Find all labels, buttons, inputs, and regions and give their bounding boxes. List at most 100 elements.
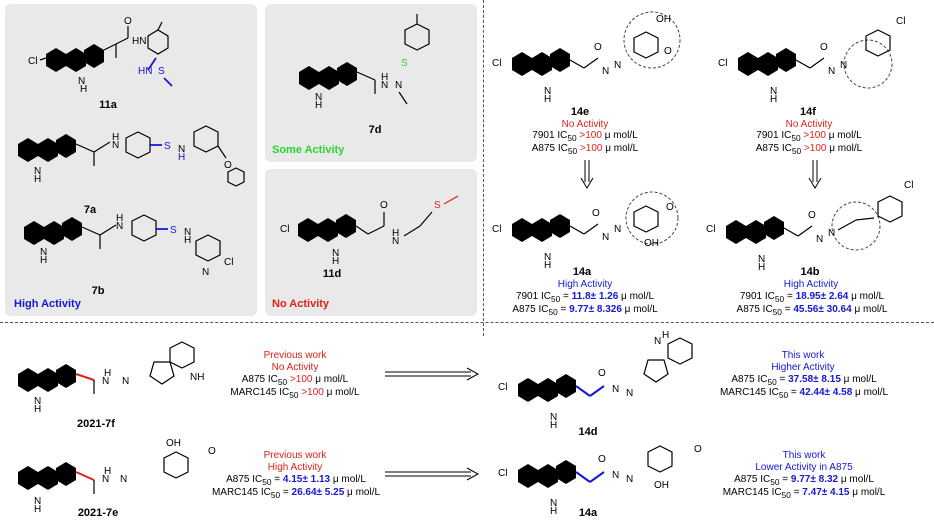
- 14b-ic50-a875: A875 IC50 = 45.56± 30.64 μ mol/L: [736, 304, 888, 317]
- 14d-work: This work: [781, 350, 825, 361]
- 14f-ic50-a875: A875 IC50 >100 μ mol/L: [755, 143, 863, 156]
- 14b-ic50-7901: 7901 IC50 = 18.95± 2.64 μ mol/L: [739, 291, 885, 304]
- svg-text:H: H: [758, 262, 765, 273]
- svg-text:Cl: Cl: [224, 257, 233, 268]
- svg-text:HN: HN: [138, 66, 152, 77]
- molecule-14a-top: Cl HN O NN O OH: [492, 191, 679, 271]
- svg-text:H: H: [550, 506, 557, 517]
- molecule-14f: Cl HN O NN Cl: [718, 16, 905, 105]
- svg-text:OH: OH: [644, 238, 659, 249]
- svg-text:O: O: [208, 446, 216, 457]
- svg-text:Cl: Cl: [28, 56, 37, 67]
- svg-text:O: O: [224, 160, 232, 171]
- 14b-status: High Activity: [783, 279, 839, 290]
- label-7d: 7d: [368, 124, 382, 136]
- svg-text:N: N: [626, 474, 633, 485]
- svg-text:N: N: [544, 86, 551, 97]
- arrow-14f-to-14b: [808, 160, 822, 189]
- svg-text:H: H: [544, 94, 551, 105]
- svg-text:H: H: [178, 152, 185, 163]
- svg-text:N: N: [828, 228, 835, 239]
- svg-text:H: H: [332, 256, 339, 267]
- label-14a-top: 14a: [572, 266, 592, 278]
- svg-text:N: N: [602, 232, 609, 243]
- horizontal-divider: [0, 322, 934, 323]
- molecule-7a: HN HN S HN O: [18, 125, 245, 187]
- 7f-ic50-a875: A875 IC50 >100 μ mol/L: [241, 374, 349, 387]
- svg-text:OH: OH: [166, 438, 181, 449]
- svg-text:N: N: [550, 412, 557, 423]
- molecule-14e: Cl HN O NN OH O: [492, 11, 681, 105]
- label-14b: 14b: [800, 266, 820, 278]
- molecule-11d: Cl HN O HN S: [280, 195, 459, 267]
- svg-text:N: N: [78, 76, 85, 87]
- svg-text:S: S: [164, 141, 171, 152]
- svg-text:N: N: [315, 92, 322, 103]
- 14a-bottom-work: This work: [782, 450, 826, 461]
- 7e-work: Previous work: [263, 450, 327, 461]
- svg-text:S: S: [158, 66, 165, 77]
- svg-text:Cl: Cl: [498, 382, 507, 393]
- svg-text:H: H: [550, 420, 557, 431]
- svg-text:N: N: [828, 66, 835, 77]
- svg-text:O: O: [808, 210, 816, 221]
- svg-text:S: S: [170, 225, 177, 236]
- svg-text:N: N: [626, 388, 633, 399]
- svg-text:H: H: [34, 404, 41, 415]
- molecule-2021-7e: HN HN N OHO: [18, 438, 216, 515]
- 14d-ic50-marc145: MARC145 IC50 = 42.44± 4.58 μ mol/L: [719, 387, 889, 400]
- molecule-11a: Cl HN OHN HN S: [28, 16, 173, 95]
- label-11a: 11a: [99, 99, 117, 111]
- some-activity-label: Some Activity: [272, 144, 345, 156]
- 7e-status: High Activity: [267, 462, 323, 473]
- svg-text:O: O: [598, 368, 606, 379]
- svg-text:OH: OH: [654, 480, 669, 491]
- svg-text:H: H: [104, 368, 111, 379]
- arrow-14e-to-14a: [580, 160, 594, 189]
- label-11d: 11d: [322, 268, 342, 280]
- svg-text:N: N: [122, 376, 129, 387]
- svg-text:N: N: [184, 227, 191, 238]
- label-14e: 14e: [570, 106, 590, 118]
- svg-text:S: S: [434, 200, 441, 211]
- svg-text:N: N: [40, 247, 47, 258]
- svg-text:O: O: [594, 42, 602, 53]
- high-activity-label: High Activity: [14, 298, 81, 310]
- molecule-14b: Cl HN O NN Cl: [706, 180, 913, 273]
- svg-text:N: N: [102, 376, 109, 387]
- 7e-ic50-marc145: MARC145 IC50 = 26.64± 5.25 μ mol/L: [211, 487, 381, 500]
- 14d-ic50-a875: A875 IC50 = 37.58± 8.15 μ mol/L: [731, 374, 877, 387]
- svg-text:H: H: [184, 235, 191, 246]
- svg-text:Cl: Cl: [718, 58, 727, 69]
- 7f-work: Previous work: [263, 350, 327, 361]
- 14a-bottom-ic50-marc145: MARC145 IC50 = 7.47± 4.15 μ mol/L: [722, 487, 886, 500]
- svg-text:Cl: Cl: [904, 180, 913, 191]
- 14a-status: High Activity: [557, 279, 613, 290]
- svg-text:N: N: [34, 166, 41, 177]
- svg-text:N: N: [614, 60, 621, 71]
- 14d-status: Higher Activity: [771, 362, 835, 373]
- 14a-ic50-7901: 7901 IC50 = 11.8± 1.26 μ mol/L: [515, 291, 655, 304]
- label-2021-7e: 2021-7e: [77, 507, 119, 519]
- svg-text:H: H: [34, 174, 41, 185]
- svg-text:N: N: [758, 254, 765, 265]
- svg-text:N: N: [612, 384, 619, 395]
- svg-text:H: H: [662, 330, 669, 341]
- svg-text:N: N: [392, 236, 399, 247]
- arrow-7f-to-14d: [385, 367, 480, 381]
- no-activity-panel: [265, 169, 477, 316]
- label-14d: 14d: [578, 426, 598, 438]
- svg-text:Cl: Cl: [280, 224, 289, 235]
- 14f-status: No Activity: [785, 119, 833, 130]
- svg-text:O: O: [666, 202, 674, 213]
- no-activity-label: No Activity: [272, 298, 330, 310]
- svg-text:N: N: [112, 140, 119, 151]
- svg-text:H: H: [770, 94, 777, 105]
- svg-text:H: H: [40, 255, 47, 266]
- svg-text:Cl: Cl: [706, 224, 715, 235]
- label-7b: 7b: [91, 285, 105, 297]
- svg-text:N: N: [202, 267, 209, 278]
- svg-text:H: H: [34, 504, 41, 515]
